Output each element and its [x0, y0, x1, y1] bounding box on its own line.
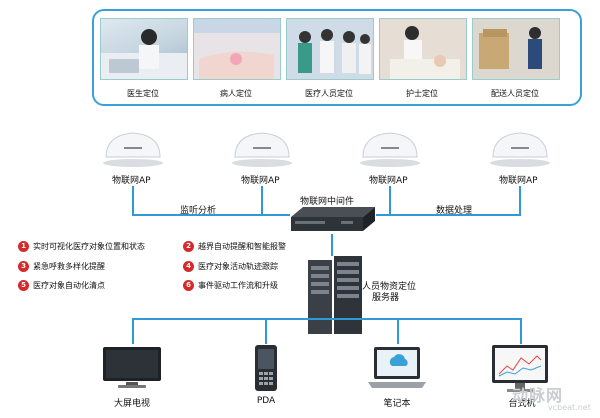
connector-line	[397, 318, 399, 344]
scenario-label: 护士定位	[406, 89, 438, 98]
flow-label-right: 数据处理	[436, 206, 473, 216]
ap-label: 物联网AP	[499, 176, 538, 186]
server-rack-icon	[306, 254, 366, 336]
connector-line	[132, 318, 134, 344]
device-label: PDA	[256, 396, 276, 406]
feature-text: 紧急呼救多样化提醒	[33, 262, 105, 271]
laptop-icon	[366, 346, 428, 390]
connector-line	[132, 186, 134, 216]
feature-text: 医疗对象自动化清点	[33, 281, 105, 290]
scenario-label: 配送人员定位	[491, 89, 539, 98]
pda-icon	[254, 344, 278, 392]
feature-item: 1 实时可视化医疗对象位置和状态	[18, 241, 145, 252]
middleware-server-icon	[289, 205, 377, 235]
iot-ap-device	[229, 127, 295, 169]
feature-item: 4 医疗对象活动轨迹跟踪	[183, 261, 278, 272]
feature-text: 越界自动提醒和智能报警	[198, 242, 286, 251]
feature-text: 医疗对象活动轨迹跟踪	[198, 262, 278, 271]
patient-photo	[193, 18, 281, 80]
medical-staff-photo	[286, 18, 374, 80]
feature-number: 2	[183, 241, 194, 252]
connector-line	[331, 234, 333, 256]
feature-item: 5 医疗对象自动化清点	[18, 280, 105, 291]
ap-label: 物联网AP	[241, 176, 280, 186]
device-label: 台式机	[508, 399, 536, 409]
ap-label: 物联网AP	[112, 176, 151, 186]
watermark-url: vcbeat.net	[548, 403, 591, 412]
connector-line	[261, 186, 263, 216]
server-label-line2: 服务器	[372, 293, 400, 303]
middleware-label: 物联网中间件	[300, 197, 355, 207]
tv-icon	[102, 346, 162, 390]
connector-line	[376, 214, 521, 216]
feature-text: 事件驱动工作流和升级	[198, 281, 278, 290]
feature-item: 3 紧急呼救多样化提醒	[18, 261, 105, 272]
feature-number: 6	[183, 280, 194, 291]
feature-number: 4	[183, 261, 194, 272]
nurse-photo	[379, 18, 467, 80]
watermark-logo: 动脉网	[512, 386, 564, 405]
device-label: 大屏电视	[113, 399, 150, 409]
scenario-label: 医疗人员定位	[305, 89, 353, 98]
connector-line	[519, 186, 521, 216]
feature-item: 6 事件驱动工作流和升级	[183, 280, 278, 291]
desktop-icon	[491, 344, 549, 394]
iot-ap-device	[487, 127, 553, 169]
feature-number: 5	[18, 280, 29, 291]
flow-label-left: 监听分析	[180, 206, 217, 216]
iot-ap-device	[357, 127, 423, 169]
delivery-staff-photo	[472, 18, 560, 80]
ap-label: 物联网AP	[369, 176, 408, 186]
connector-line	[389, 186, 391, 216]
connector-line	[132, 318, 522, 320]
connector-line	[520, 318, 522, 344]
connector-line	[265, 318, 267, 344]
server-label: 人员物资定位 服务器	[362, 282, 416, 304]
scenario-frame	[92, 9, 582, 106]
scenario-label: 病人定位	[220, 89, 252, 98]
feature-item: 2 越界自动提醒和智能报警	[183, 241, 286, 252]
doctor-photo	[100, 18, 188, 80]
scenario-label: 医生定位	[127, 89, 159, 98]
feature-number: 1	[18, 241, 29, 252]
iot-ap-device	[100, 127, 166, 169]
server-label-line1: 人员物资定位	[362, 282, 417, 292]
connector-line	[132, 214, 290, 216]
feature-number: 3	[18, 261, 29, 272]
feature-text: 实时可视化医疗对象位置和状态	[33, 242, 145, 251]
device-label: 笔记本	[383, 399, 411, 409]
